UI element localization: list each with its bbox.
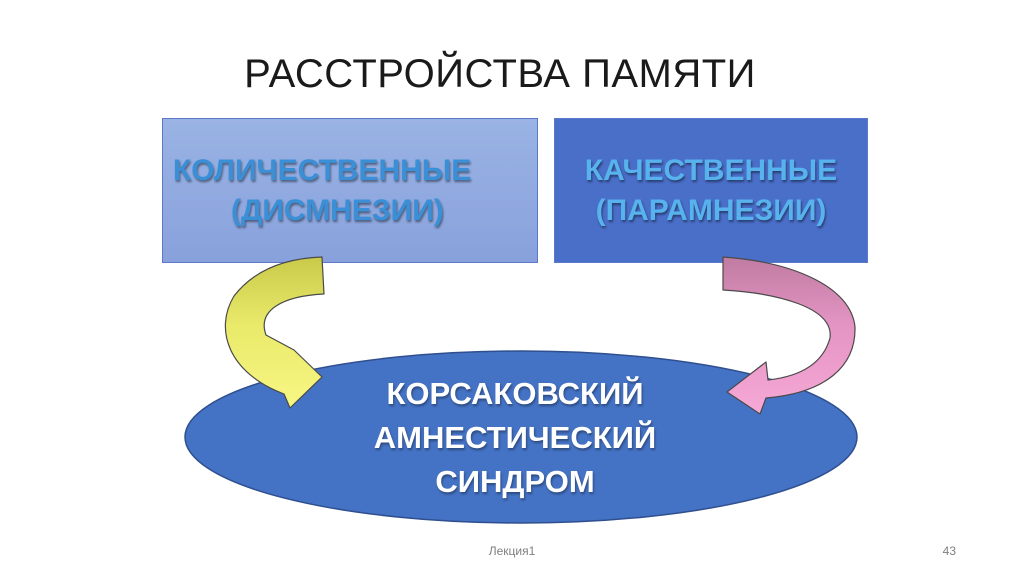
quantitative-label: КОЛИЧЕСТВЕННЫЕ: [173, 153, 472, 187]
center-line-3: СИНДРОМ: [435, 464, 595, 499]
dysmnesia-label: (ДИСМНЕЗИИ): [231, 193, 444, 227]
korsakoff-syndrome-ellipse: [184, 350, 858, 524]
qualitative-disorders-box: КАЧЕСТВЕННЫЕ (ПАРАМНЕЗИИ): [554, 118, 868, 263]
slide-title: РАССТРОЙСТВА ПАМЯТИ: [244, 52, 756, 96]
qualitative-label: КАЧЕСТВЕННЫЕ: [584, 153, 838, 187]
paramnesia-label: (ПАРАМНЕЗИИ): [595, 193, 827, 227]
curved-arrow-right-icon: [224, 256, 325, 409]
korsakoff-syndrome-label: КОРСАКОВСКИЙ АМНЕСТИЧЕСКИЙ СИНДРОМ: [340, 372, 690, 504]
footer-lecture-label: Лекция1: [488, 544, 536, 558]
quantitative-disorders-box: КОЛИЧЕСТВЕННЫЕ (ДИСМНЕЗИИ): [162, 118, 538, 263]
center-line-1: КОРСАКОВСКИЙ: [386, 376, 644, 411]
center-line-2: АМНЕСТИЧЕСКИЙ: [373, 420, 657, 455]
slide-page-number: 43: [942, 544, 956, 558]
curved-arrow-left-icon: [722, 256, 856, 415]
